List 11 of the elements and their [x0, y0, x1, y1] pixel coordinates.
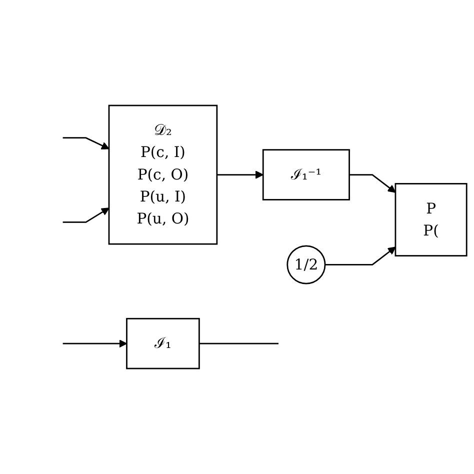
arrow [62, 137, 110, 150]
node-box: ℐ₁⁻¹ [262, 149, 350, 200]
node-box: ℐ₁ [126, 318, 200, 370]
node-box: P P( [394, 183, 468, 256]
node-circle: 1/2 [286, 245, 326, 284]
arrow [62, 208, 110, 223]
arrow [62, 340, 128, 348]
node-box: 𝒟₂ P(c, I) P(c, O) P(u, I) P(u, O) [108, 104, 218, 245]
arrow [325, 246, 396, 266]
arrow [216, 170, 264, 179]
arrow [349, 174, 396, 193]
